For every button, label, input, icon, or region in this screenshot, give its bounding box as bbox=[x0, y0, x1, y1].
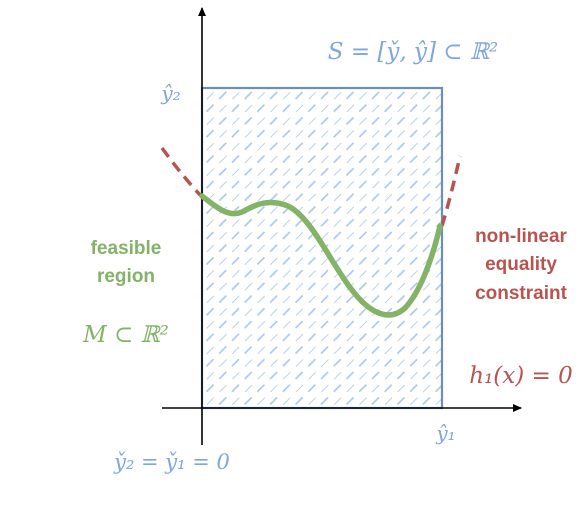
constraint-line1: non-linear bbox=[475, 226, 567, 247]
constraint-line3: constraint bbox=[475, 283, 568, 304]
feasible-region-line2: region bbox=[97, 266, 155, 287]
feasible-region-line1: feasible bbox=[91, 238, 162, 259]
y2-hat-label: ŷ₂ bbox=[160, 81, 180, 105]
lower-bounds-label: y̌₂ = y̌₁ = 0 bbox=[113, 450, 230, 474]
feasible-curve bbox=[199, 193, 443, 318]
set-s-label: S = [y̌, ŷ] ⊂ ℝ² bbox=[328, 39, 498, 65]
constraint-line2: equality bbox=[485, 254, 557, 275]
feasible-set-label: M ⊂ ℝ² bbox=[82, 322, 169, 348]
y1-hat-label: ŷ₁ bbox=[435, 421, 455, 445]
constraint-dashed-right bbox=[440, 155, 462, 227]
constraint-equation: h₁(x) = 0 bbox=[469, 363, 572, 389]
constraint-dashed-left bbox=[160, 146, 204, 199]
